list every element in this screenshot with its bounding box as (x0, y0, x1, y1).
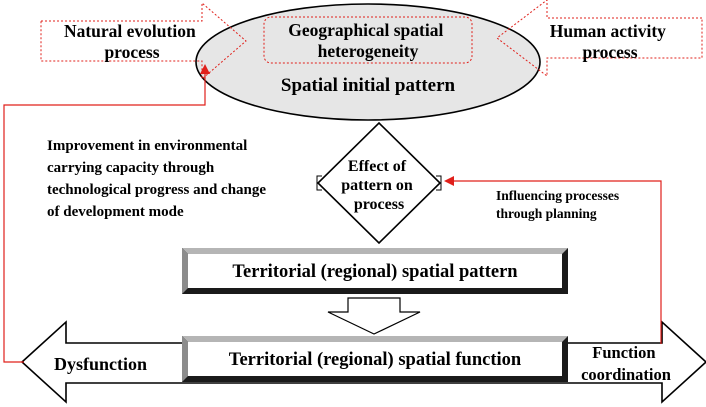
spatial-initial-pattern-label: Spatial initial pattern (281, 75, 456, 96)
heterogeneity-box (263, 16, 473, 64)
down-arrow (327, 297, 421, 335)
right-bracket-tick (436, 175, 442, 191)
territorial-pattern-box (182, 248, 568, 294)
natural-evolution-label: Natural evolution process (64, 21, 200, 62)
dysfunction-label: Dysfunction (54, 354, 147, 374)
effect-diamond (316, 121, 442, 245)
human-activity-label: Human activity process (550, 21, 671, 62)
left-bracket-tick (316, 175, 322, 191)
function-coordination-label: Function coordination (581, 343, 671, 384)
territorial-function-box (182, 336, 568, 382)
coordination-feedback-line (444, 176, 662, 344)
effect-label: Effect of pattern on process (341, 158, 417, 213)
planning-annotation: Influencing processes through planning (496, 188, 623, 221)
dysfunction-feedback-line (3, 64, 210, 363)
natural-evolution-arrow (40, 1, 247, 81)
territorial-function-label: Territorial (regional) spatial function (229, 350, 522, 370)
initial-pattern-ellipse (195, 3, 541, 121)
human-activity-arrow (496, 0, 703, 78)
heterogeneity-label: Geographical spatial heterogeneity (288, 20, 447, 61)
improvement-annotation: Improvement in environmental carrying ca… (47, 138, 270, 220)
territorial-pattern-label: Territorial (regional) spatial pattern (232, 262, 518, 282)
